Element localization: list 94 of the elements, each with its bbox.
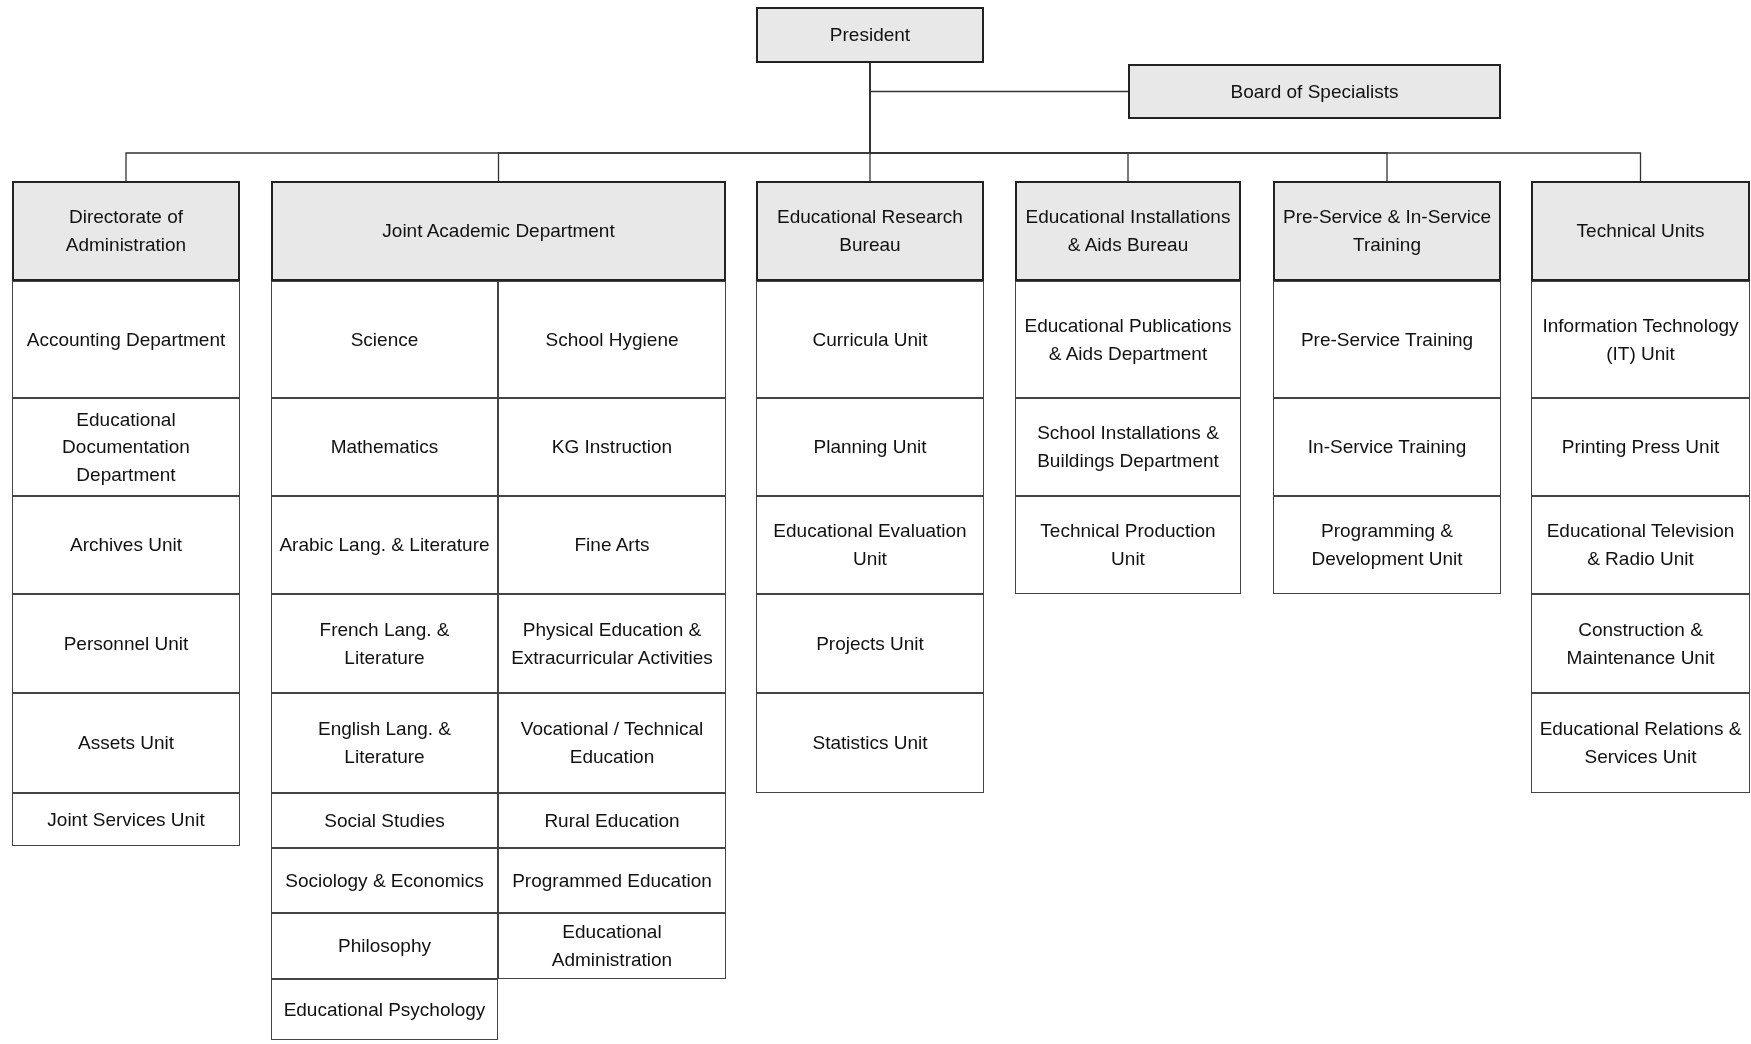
unit-name: Programming & Development Unit [1310,519,1464,571]
unit-name: Statistics Unit [812,731,928,756]
unit-box [1273,496,1501,594]
unit-name: Assets Unit [77,731,175,756]
unit-box [756,281,984,398]
unit-box [498,496,726,594]
unit-name: Physical Education & Extracurricular Activities [510,617,714,670]
unit-box [271,693,498,793]
unit-box [1015,398,1241,496]
unit-box [756,594,984,693]
unit-name: Curricula Unit [812,327,928,352]
unit-name: Joint Services Unit [47,807,205,832]
unit-header-box [1015,181,1241,281]
unit-box [498,398,726,496]
unit-name: Philosophy [338,934,431,959]
unit-box [12,793,240,846]
unit-name: Technical Units [1576,219,1705,244]
unit-box [271,496,498,594]
unit-header-box [1531,181,1750,281]
unit-box [498,793,726,848]
unit-header-box [271,181,726,281]
unit-header-box [756,181,984,281]
unit-name: Mathematics [330,435,439,460]
unit-name: Educational Television & Radio Unit [1545,519,1736,571]
unit-name: Projects Unit [816,631,924,656]
unit-box [1273,281,1501,398]
unit-name: Accounting Department [26,327,226,352]
unit-name: In-Service Training [1307,435,1467,460]
unit-name: English Lang. & Literature [316,717,453,769]
unit-name: Vocational / Technical Education [519,717,705,769]
unit-name: Educational Documentation Department [61,407,191,487]
unit-box [271,913,498,979]
unit-box [1531,281,1750,398]
unit-box [12,693,240,793]
unit-header-box [1273,181,1501,281]
unit-name: Educational Evaluation Unit [772,519,968,571]
unit-box [498,913,726,979]
unit-name: Social Studies [324,808,445,833]
unit-box [756,693,984,793]
unit-box [12,281,240,398]
unit-box [756,496,984,594]
unit-name: Educational Administration [550,920,674,972]
unit-name: School Hygiene [545,327,679,352]
unit-header-box [756,7,984,63]
unit-box [498,693,726,793]
unit-name: Sociology & Economics [285,868,484,893]
unit-name: Educational Psychology [283,997,486,1022]
unit-box [12,496,240,594]
unit-box [1531,398,1750,496]
unit-box [1531,496,1750,594]
unit-name: Joint Academic Department [382,219,615,244]
unit-box [498,281,726,398]
unit-name: Pre-Service & In-Service Training [1282,205,1492,257]
unit-box [1531,693,1750,793]
unit-name: President [829,23,911,48]
unit-name: School Installations & Buildings Department [1036,421,1220,473]
unit-name: Construction & Maintenance Unit [1565,617,1716,670]
unit-box [271,979,498,1040]
unit-name: Fine Arts [574,533,650,558]
unit-name: Directorate of Administration [64,205,188,257]
unit-name: Science [350,327,419,352]
unit-box [12,594,240,693]
unit-name: Educational Installations & Aids Bureau [1024,205,1232,257]
unit-header-box [12,181,240,281]
unit-box [756,398,984,496]
unit-name: Rural Education [544,808,680,833]
unit-name: Planning Unit [813,435,927,460]
unit-name: Board of Specialists [1230,79,1399,104]
unit-name: Information Technology (IT) Unit [1541,313,1740,366]
unit-name: Educational Publications & Aids Department [1023,313,1233,366]
unit-name: Archives Unit [70,533,182,558]
unit-name: Pre-Service Training [1300,327,1474,352]
unit-name: Arabic Lang. & Literature [279,533,490,558]
unit-box [12,398,240,496]
unit-name: KG Instruction [551,435,673,460]
unit-box [271,281,498,398]
unit-name: Programmed Education [512,868,712,893]
unit-box [271,594,498,693]
unit-name: Educational Research Bureau [776,205,964,257]
unit-box [498,594,726,693]
unit-box [1015,496,1241,594]
unit-box [1531,594,1750,693]
unit-name: French Lang. & Literature [318,617,451,670]
unit-box [1015,281,1241,398]
unit-name: Educational Relations & Services Unit [1538,717,1743,769]
unit-box [271,793,498,848]
unit-box [498,848,726,913]
unit-name: Personnel Unit [63,631,189,656]
unit-name: Technical Production Unit [1039,519,1217,571]
unit-box [271,398,498,496]
unit-header-box [1128,64,1501,119]
unit-box [271,848,498,913]
unit-name: Printing Press Unit [1561,435,1720,460]
unit-box [1273,398,1501,496]
